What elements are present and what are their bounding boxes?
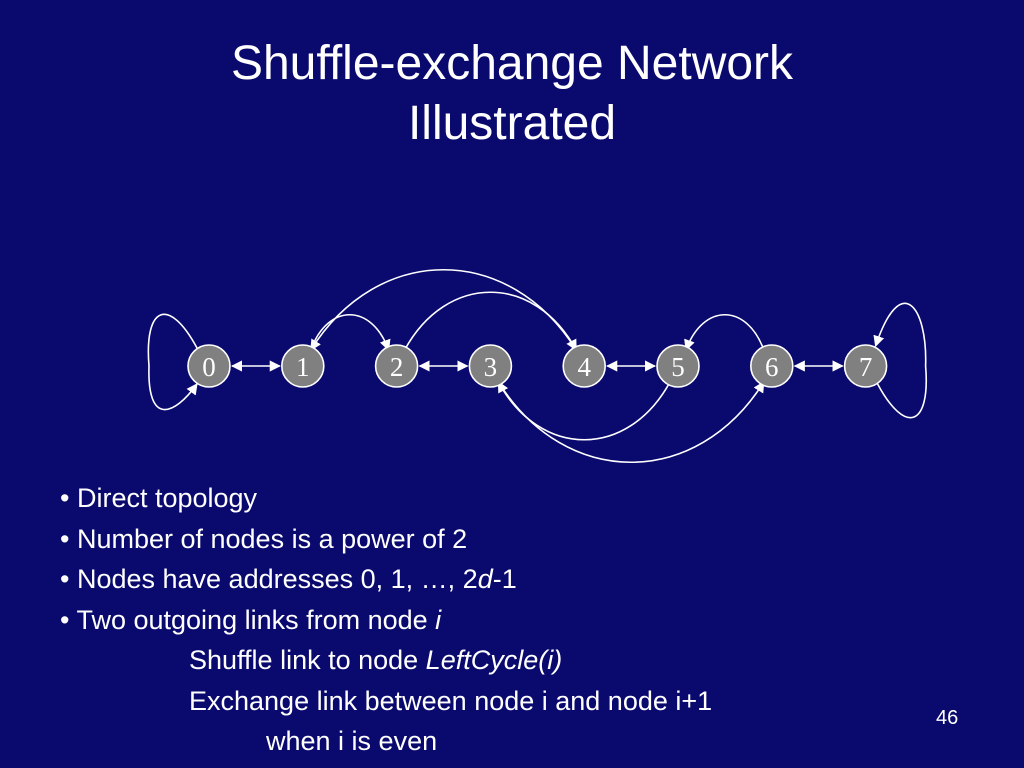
shuffle-link-2-4: [403, 291, 577, 351]
bullet-text: • Two outgoing links from node: [60, 604, 436, 635]
bullet-power-of-two: • Number of nodes is a power of 2: [60, 519, 712, 560]
node-4: 4: [562, 344, 607, 388]
node-label: 5: [671, 352, 685, 382]
node-label: 6: [765, 352, 779, 382]
node-circle: [468, 344, 513, 388]
bullet-text: Shuffle link to node: [189, 645, 426, 675]
node-label: 0: [202, 352, 216, 382]
slide-title: Shuffle-exchange Network Illustrated: [0, 34, 1024, 154]
shuffle-link-5-3: [497, 381, 671, 441]
shuffle-link-4-1: [310, 268, 577, 351]
shuffle-link-1-2: [310, 313, 391, 352]
node-circle: [749, 344, 794, 388]
shuffle-link-6-5: [684, 313, 765, 352]
bullet-text: when i is even: [266, 726, 438, 756]
bullet-text: -1: [492, 564, 517, 594]
node-label: 3: [484, 352, 498, 382]
bullet-outgoing-links: • Two outgoing links from node i: [60, 600, 712, 641]
node-5: 5: [656, 344, 700, 388]
node-1: 1: [280, 344, 325, 388]
shuffle-link-7-7: [873, 302, 928, 419]
slide-number: 46: [936, 707, 959, 729]
bullet-exchange-link: Exchange link between node i and node i+…: [60, 681, 712, 722]
node-0: 0: [187, 344, 231, 388]
shuffle-link-0-0: [147, 313, 198, 411]
node-circle: [280, 344, 325, 388]
bullet-addresses: • Nodes have addresses 0, 1, …, 2d-1: [60, 559, 712, 600]
bullet-list: • Direct topology • Number of nodes is a…: [60, 478, 712, 762]
bullet-text: Exchange link between node i and node i+…: [189, 685, 713, 716]
node-circle: [187, 344, 231, 388]
node-label: 2: [390, 352, 404, 382]
node-7: 7: [843, 344, 888, 388]
bullet-when-even: when i is even: [60, 721, 712, 762]
node-6: 6: [749, 344, 794, 388]
node-2: 2: [374, 344, 419, 388]
bullet-italic: d: [477, 564, 493, 594]
node-label: 1: [296, 352, 310, 382]
title-line-1: Shuffle-exchange Network: [230, 37, 794, 90]
shuffle-link-3-6: [497, 381, 765, 464]
bullet-direct-topology: • Direct topology: [60, 478, 712, 519]
node-circle: [374, 344, 419, 388]
bullet-text: • Nodes have addresses 0, 1, …, 2: [60, 564, 478, 594]
node-label: 7: [859, 352, 873, 382]
node-circle: [843, 344, 888, 388]
nodes: 0 1 2 3 4 5 6 7: [187, 344, 888, 388]
bullet-text: • Direct topology: [60, 483, 258, 513]
node-circle: [656, 344, 700, 388]
bullet-text: • Number of nodes is a power of 2: [60, 523, 468, 554]
title-line-2: Illustrated: [407, 97, 617, 150]
node-label: 4: [577, 352, 591, 382]
bullet-italic: LeftCycle(i): [425, 645, 563, 675]
edges: [147, 268, 928, 464]
bullet-italic: i: [435, 604, 442, 635]
node-circle: [562, 344, 607, 388]
bullet-shuffle-link: Shuffle link to node LeftCycle(i): [60, 640, 712, 681]
node-3: 3: [468, 344, 513, 388]
